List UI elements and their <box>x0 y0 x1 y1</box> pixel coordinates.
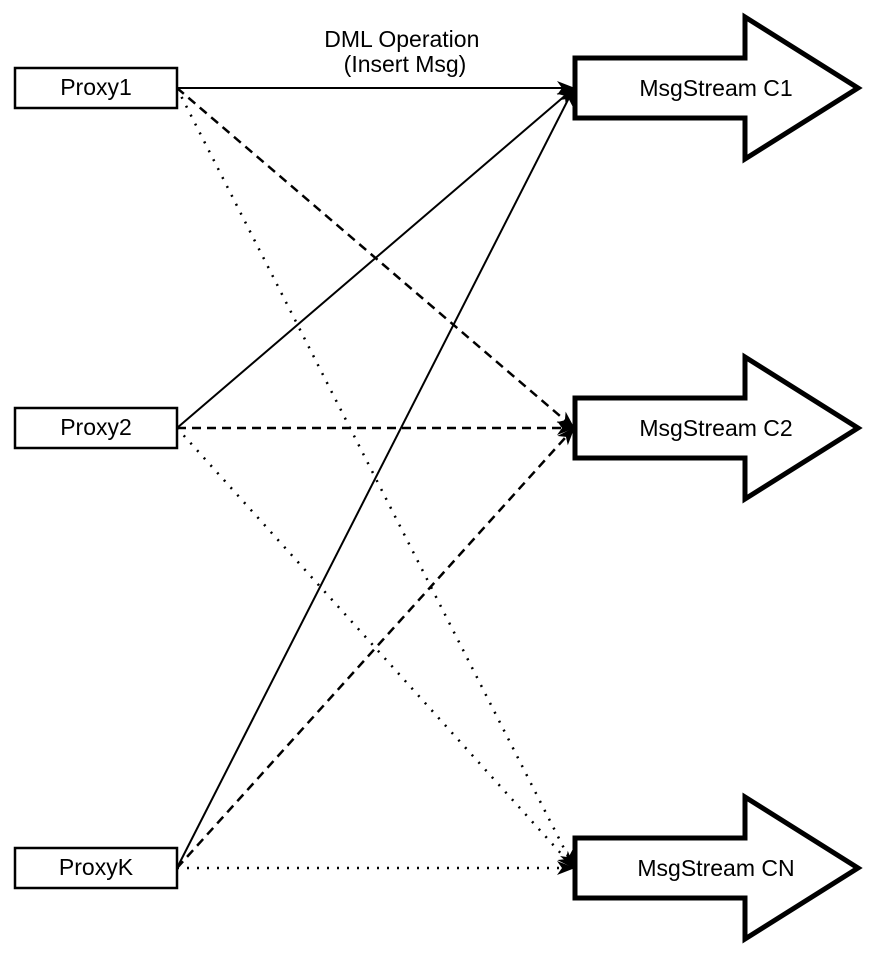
proxy2-node: Proxy2 <box>13 406 179 450</box>
msgstream-c2-label: MsgStream C2 <box>639 415 792 441</box>
diagram-title: DML Operation (Insert Msg) <box>324 26 486 77</box>
diagram-title-line1: DML Operation <box>324 26 479 52</box>
connection-proxyk-to-c1 <box>176 87 575 869</box>
proxy2-box <box>13 406 179 450</box>
proxyk-label: ProxyK <box>59 854 134 880</box>
msgstream-c2-arrow-shape <box>572 352 863 504</box>
connection-proxyk-to-c2 <box>176 427 575 869</box>
msgstream-c1-label: MsgStream C1 <box>639 75 792 101</box>
msgstream-cn-arrow-shape <box>572 792 863 944</box>
msgstream-cn-label: MsgStream CN <box>637 855 794 881</box>
msgstream-c1-node: MsgStream C1 <box>572 12 863 164</box>
msgstream-c1-arrow-shape <box>572 12 863 164</box>
proxy1-label: Proxy1 <box>60 74 132 100</box>
connections-layer <box>175 81 576 875</box>
msgstream-c2-node: MsgStream C2 <box>572 352 863 504</box>
connection-proxy1-to-c2 <box>176 87 575 429</box>
msgstream-cn-node: MsgStream CN <box>572 792 863 944</box>
proxyk-node: ProxyK <box>13 846 179 890</box>
proxyk-box <box>13 846 179 890</box>
proxy2-label: Proxy2 <box>60 414 132 440</box>
proxy1-node: Proxy1 <box>13 66 179 110</box>
proxy1-box <box>13 66 179 110</box>
diagram-title-line2: (Insert Msg) <box>344 51 467 77</box>
